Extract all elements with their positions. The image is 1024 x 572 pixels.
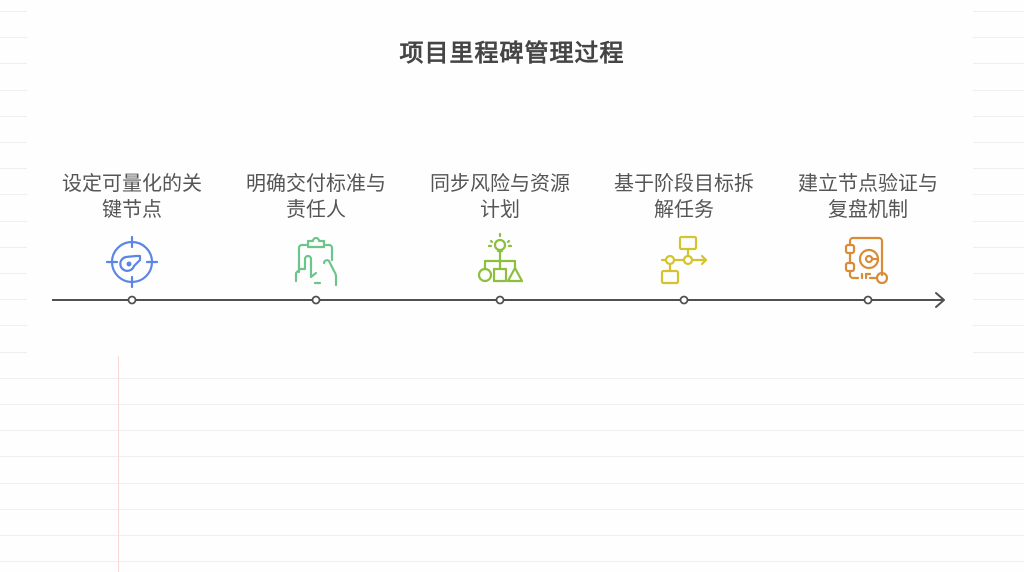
- ruled-line: [0, 456, 1024, 457]
- step-3-label: 同步风险与资源 计划: [415, 170, 585, 222]
- diagram-title: 项目里程碑管理过程: [399, 39, 625, 67]
- ruled-line-stub: [973, 299, 1024, 300]
- ruled-line-stub: [973, 37, 1024, 38]
- ruled-line-stub: [973, 11, 1024, 12]
- ruled-line-stub: [973, 142, 1024, 143]
- ruled-line-stub: [0, 11, 27, 12]
- step-3-label-line1: 同步风险与资源: [430, 171, 570, 195]
- lightbulb-hierarchy-icon: [477, 232, 524, 283]
- ruled-line-stub: [973, 116, 1024, 117]
- ruled-line: [0, 404, 1024, 405]
- target-key-icon: [105, 235, 159, 289]
- ruled-line-stub: [973, 194, 1024, 195]
- step-4-label-line1: 基于阶段目标拆: [614, 171, 754, 195]
- ruled-line-stub: [0, 168, 27, 169]
- ruled-line-stub: [973, 168, 1024, 169]
- step-5-label-line1: 建立节点验证与: [798, 171, 938, 195]
- step-1-label-line1: 设定可量化的关: [62, 171, 202, 195]
- milestone-dot-2: [311, 295, 321, 305]
- timeline-arrow-icon: [935, 292, 945, 308]
- ruled-line-stub: [0, 116, 27, 117]
- ruled-line-stub: [973, 247, 1024, 248]
- ruled-line-stub: [973, 63, 1024, 64]
- ruled-line-stub: [973, 221, 1024, 222]
- step-2-label: 明确交付标准与 责任人: [231, 170, 401, 222]
- ruled-line-stub: [973, 90, 1024, 91]
- ruled-line-stub: [973, 352, 1024, 353]
- ruled-line: [0, 430, 1024, 431]
- ruled-line: [0, 535, 1024, 536]
- ruled-line: [0, 483, 1024, 484]
- ruled-line-stub: [0, 194, 27, 195]
- ruled-line: [0, 378, 1024, 379]
- ruled-line-stub: [0, 90, 27, 91]
- ruled-line: [0, 561, 1024, 562]
- milestone-dot-5: [863, 295, 873, 305]
- milestone-dot-1: [127, 295, 137, 305]
- milestone-dot-4: [679, 295, 689, 305]
- step-2-label-line1: 明确交付标准与: [246, 171, 386, 195]
- vault-key-icon: [844, 236, 889, 285]
- ruled-line: [0, 509, 1024, 510]
- clipboard-hand-icon: [294, 236, 338, 287]
- margin-line: [118, 356, 119, 572]
- milestone-dot-3: [495, 295, 505, 305]
- step-2-label-line2: 责任人: [286, 197, 346, 221]
- ruled-line-stub: [0, 299, 27, 300]
- ruled-line-stub: [0, 273, 27, 274]
- ruled-line-stub: [0, 325, 27, 326]
- flow-split-icon: [660, 235, 708, 285]
- step-1-label: 设定可量化的关 键节点: [47, 170, 217, 222]
- step-1-label-line2: 键节点: [102, 197, 162, 221]
- ruled-line-stub: [973, 273, 1024, 274]
- ruled-line-stub: [0, 352, 27, 353]
- step-3-label-line2: 计划: [480, 197, 520, 221]
- ruled-line-stub: [0, 142, 27, 143]
- ruled-line-stub: [0, 221, 27, 222]
- ruled-line-stub: [0, 37, 27, 38]
- ruled-line-stub: [0, 247, 27, 248]
- ruled-line-stub: [973, 325, 1024, 326]
- ruled-line-stub: [0, 63, 27, 64]
- step-4-label: 基于阶段目标拆 解任务: [599, 170, 769, 222]
- step-5-label: 建立节点验证与 复盘机制: [783, 170, 953, 222]
- step-5-label-line2: 复盘机制: [828, 197, 908, 221]
- step-4-label-line2: 解任务: [654, 197, 714, 221]
